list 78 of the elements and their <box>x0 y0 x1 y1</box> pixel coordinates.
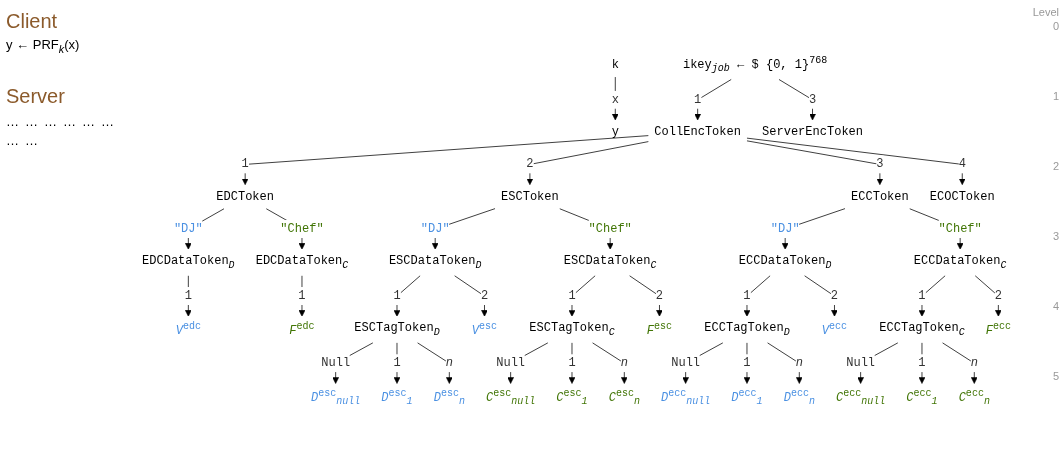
edge-label: 1 <box>568 289 576 303</box>
edge-label: 1 <box>918 289 926 303</box>
node-text: k <box>611 58 619 72</box>
zone-label: Server <box>6 84 66 108</box>
node-text: EDCToken <box>216 189 275 204</box>
level-number: 0 <box>1051 20 1059 32</box>
edge-label: 1 <box>743 289 751 303</box>
node-text: ikey$_{job}$ ← $ {0, 1}$^{768}$ <box>682 55 828 75</box>
node-text: ESCDataToken$_{D}$ <box>388 254 482 271</box>
node-text: ECCDataToken$_{C}$ <box>913 254 1007 271</box>
edge-label: "Chef" <box>280 222 324 236</box>
edge-label: "DJ" <box>770 222 800 236</box>
node-text: ServerEncToken <box>762 125 864 139</box>
ellipsis: … <box>44 113 57 129</box>
ellipsis: … <box>63 113 76 129</box>
edge-label: n <box>970 356 978 370</box>
edge-label: Null <box>321 356 351 370</box>
edge-label: "DJ" <box>420 222 450 236</box>
ellipsis: … <box>6 113 19 129</box>
node-text: y <box>611 125 619 139</box>
node-text: F$^{esc}$ <box>646 320 673 338</box>
node-text: CollEncToken <box>654 125 741 139</box>
edge-label: "DJ" <box>173 222 203 236</box>
edge-label: 1 <box>694 93 702 107</box>
node-text: V$^{esc}$ <box>471 320 498 338</box>
edge-label: 1 <box>393 356 401 370</box>
node-text: ECCDataToken$_{D}$ <box>738 254 832 271</box>
node-text: ECCToken <box>851 189 909 204</box>
node-text: ECCTagToken$_{C}$ <box>879 321 965 338</box>
edge-label: 1 <box>743 356 751 370</box>
edge-label: 3 <box>808 93 817 107</box>
edge-label: n <box>445 356 453 370</box>
edge-label: Null <box>496 356 526 370</box>
edge-label: x <box>611 93 619 107</box>
edge-label: 1 <box>241 157 249 172</box>
level-number: 5 <box>1051 370 1059 382</box>
edge-label: Null <box>671 356 701 370</box>
edge-label: "Chef" <box>588 222 632 236</box>
ellipsis: … <box>82 113 95 129</box>
edge-label: 2 <box>526 157 534 172</box>
edge-label: 1 <box>393 289 401 303</box>
node-text: ESCTagToken$_{D}$ <box>354 321 440 338</box>
node-text: F$^{edc}$ <box>289 320 315 338</box>
node-text: V$^{edc}$ <box>175 320 201 338</box>
node-text: ECCTagToken$_{D}$ <box>704 321 790 338</box>
ellipsis: … <box>6 132 19 148</box>
edge-label: 2 <box>830 289 839 303</box>
level-number: 3 <box>1051 230 1059 242</box>
level-number: 2 <box>1051 160 1059 172</box>
edge-label: 3 <box>876 157 884 172</box>
node-text: ESCToken <box>501 189 559 204</box>
edge-label: 4 <box>958 157 966 172</box>
axis-title: Level <box>1031 6 1059 18</box>
zone-label: Client <box>6 10 59 33</box>
edge-label: 2 <box>994 289 1002 303</box>
node-text: F$^{ecc}$ <box>985 320 1011 338</box>
edge-label: 1 <box>918 356 926 370</box>
edge-label: 2 <box>480 289 489 303</box>
ellipsis: … <box>101 113 114 129</box>
node-text: EDCDataToken$_{C}$ <box>255 254 349 271</box>
node-text: ESCTagToken$_{C}$ <box>529 321 615 338</box>
node-text: EDCDataToken$_{D}$ <box>142 254 235 271</box>
level-number: 1 <box>1051 90 1059 102</box>
edge-label: n <box>620 356 628 370</box>
edge-label: n <box>795 356 803 370</box>
edge-label: 2 <box>655 289 664 303</box>
node-text: V$^{ecc}$ <box>821 320 848 338</box>
edge-label: Null <box>846 356 876 370</box>
edge-label: 1 <box>184 289 192 303</box>
ellipsis: … <box>25 132 38 148</box>
edge-label: 1 <box>298 289 306 303</box>
node-text: ECOCToken <box>929 189 995 204</box>
edge-label: 1 <box>568 356 576 370</box>
edge-label: "Chef" <box>938 222 982 236</box>
ellipsis: … <box>25 113 38 129</box>
node-text: ESCDataToken$_{C}$ <box>563 254 657 271</box>
level-number: 4 <box>1051 300 1059 312</box>
formula-note: y ← PRF$_{k}$(x) <box>6 37 81 55</box>
